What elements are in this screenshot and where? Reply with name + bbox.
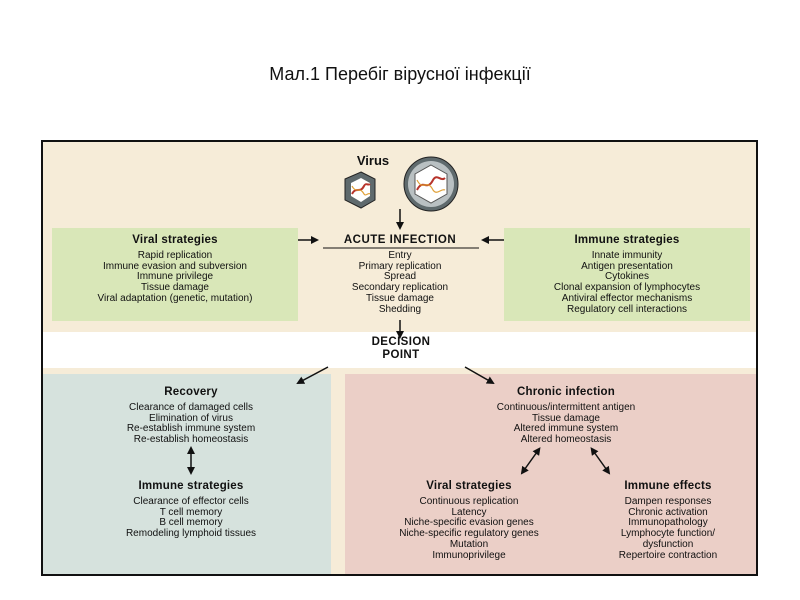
list-item: Continuous/intermittent antigen (496, 402, 636, 413)
list-item: Regulatory cell interactions (566, 303, 688, 315)
arrow-chronic-immune-effects (590, 447, 611, 475)
list-item: Repertoire contraction (618, 549, 718, 561)
list-item: Antigen presentation (581, 260, 673, 272)
immune-effects-block: Immune effects Dampen responses Chronic … (583, 480, 753, 561)
slide-title: Мал.1 Перебіг вірусної інфекції (269, 64, 531, 84)
list-item: Tissue damage (366, 292, 434, 304)
list-item: Altered homeostasis (520, 434, 612, 446)
list-item: Continuous replication (419, 496, 519, 507)
arrow-decision-to-recovery (296, 366, 329, 384)
chronic-infection-block: Chronic infection Continuous/intermitten… (443, 386, 689, 446)
list-item: Latency (451, 506, 487, 518)
list-item: Niche-specific evasion genes (404, 517, 534, 529)
immune-strategies-top-box: Immune strategies Innate immunity Antige… (504, 228, 750, 321)
list-item: Chronic activation (628, 506, 708, 518)
list-item: Immune privilege (136, 271, 214, 283)
acute-infection-heading: ACUTE INFECTION (343, 234, 457, 246)
chronic-infection-heading: Chronic infection (517, 386, 615, 398)
decision-point: DECISION POINT (343, 336, 459, 362)
diagram-graphics (187, 156, 611, 475)
list-item: Secondary replication (351, 282, 449, 294)
immune-strategies-bottom-block: Immune strategies Clearance of effector … (83, 480, 299, 540)
viral-strategies-top-box: Viral strategies Rapid replication Immun… (52, 228, 298, 321)
list-item: Elimination of virus (149, 412, 233, 424)
list-item: Clonal expansion of lymphocytes (553, 282, 701, 294)
acute-infection-block: ACUTE INFECTION Entry Primary replicatio… (305, 234, 495, 315)
decision-line-1: DECISION (371, 336, 431, 348)
list-item: Immunopathology (628, 517, 708, 529)
list-item: Tissue damage (532, 412, 600, 424)
list-item: T cell memory (159, 506, 223, 518)
virion-hexagon-icon (344, 171, 376, 209)
list-item: Immune evasion and subversion (103, 260, 247, 272)
chronic-panel (345, 374, 756, 574)
list-item: Shedding (378, 303, 422, 315)
list-item: Entry (388, 250, 412, 261)
recovery-heading: Recovery (164, 386, 218, 398)
list-item: Mutation (449, 538, 489, 550)
list-item: Dampen responses (624, 496, 712, 507)
list-item: Lymphocyte function/ (620, 528, 716, 540)
immune-strategies-bottom-heading: Immune strategies (138, 480, 244, 492)
arrow-chronic-viral-strategies (520, 447, 541, 475)
list-item: Primary replication (358, 260, 442, 272)
list-item: Re-establish homeostasis (133, 434, 249, 446)
list-item: Remodeling lymphoid tissues (125, 528, 257, 540)
list-item: Antiviral effector mechanisms (561, 292, 693, 304)
list-item: dysfunction (642, 538, 694, 550)
immune-strategies-top-heading: Immune strategies (574, 234, 680, 246)
list-item: Clearance of effector cells (133, 496, 249, 507)
list-item: Immunoprivilege (432, 549, 506, 561)
list-item: Altered immune system (513, 423, 619, 435)
virion-enveloped-icon (403, 156, 459, 212)
list-item: Rapid replication (137, 250, 213, 261)
decision-line-2: POINT (382, 349, 420, 361)
immune-effects-heading: Immune effects (624, 480, 712, 492)
diagram-frame: Virus (41, 140, 758, 576)
list-item: Viral adaptation (genetic, mutation) (97, 292, 253, 304)
list-item: Re-establish immune system (126, 423, 256, 435)
list-item: Spread (383, 271, 417, 283)
virus-label: Virus (356, 153, 390, 168)
list-item: Clearance of damaged cells (129, 402, 253, 413)
viral-strategies-bottom-block: Viral strategies Continuous replication … (360, 480, 578, 561)
list-item: Cytokines (605, 271, 649, 283)
viral-strategies-top-heading: Viral strategies (132, 234, 218, 246)
list-item: Niche-specific regulatory genes (399, 528, 539, 540)
list-item: Tissue damage (141, 282, 209, 294)
list-item: B cell memory (159, 517, 223, 529)
recovery-block: Recovery Clearance of damaged cells Elim… (83, 386, 299, 446)
viral-strategies-bottom-heading: Viral strategies (426, 480, 512, 492)
list-item: Innate immunity (591, 250, 663, 261)
arrow-decision-to-chronic (464, 366, 495, 384)
